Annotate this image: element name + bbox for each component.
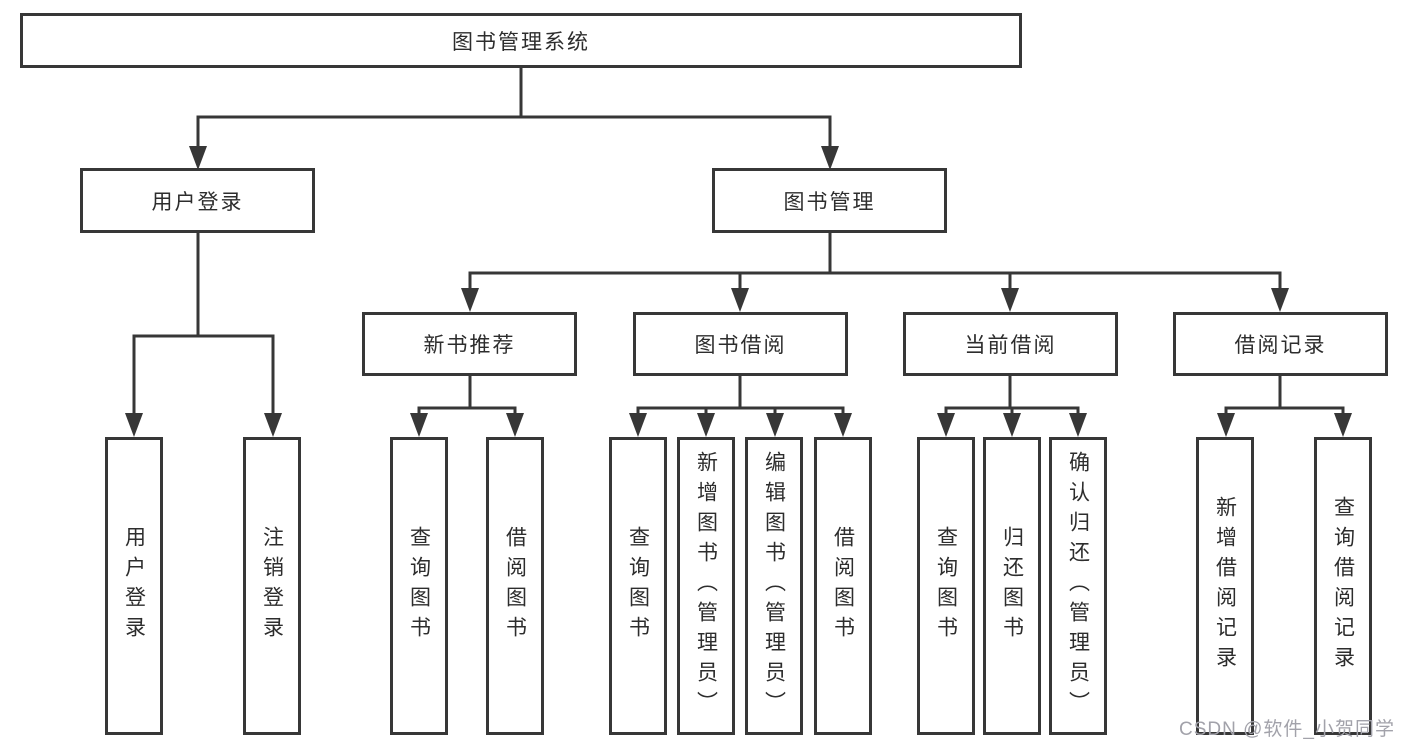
leaf-logout: 注销登录 [243,437,301,735]
leaf-label: 确认归还（管理员） [1066,451,1090,721]
leaf-label: 查询图书 [934,526,958,646]
node-label: 图书借阅 [694,334,787,357]
node-new-book-recommendation: 新书推荐 [362,312,577,376]
leaf-query-books: 查询图书 [917,437,975,735]
leaf-label: 新增借阅记录 [1213,496,1237,676]
leaf-query-borrow-record: 查询借阅记录 [1314,437,1372,735]
leaf-label: 查询借阅记录 [1331,496,1355,676]
node-label: 新书推荐 [423,334,516,357]
leaf-add-books-admin: 新增图书（管理员） [677,437,735,735]
leaf-label: 编辑图书（管理员） [762,451,786,721]
node-label: 借阅记录 [1234,334,1327,357]
node-book-management: 图书管理 [712,168,947,233]
leaf-query-books: 查询图书 [609,437,667,735]
arrowheads [125,146,1352,437]
leaf-label: 用户登录 [122,526,146,646]
csdn-watermark: CSDN @软件_小贺同学 [1179,719,1395,740]
leaf-label: 归还图书 [1000,526,1024,646]
node-book-borrowing: 图书借阅 [633,312,848,376]
leaf-confirm-return-admin: 确认归还（管理员） [1049,437,1107,735]
node-user-login: 用户登录 [80,168,315,233]
leaf-query-books: 查询图书 [390,437,448,735]
node-current-borrowing: 当前借阅 [903,312,1118,376]
leaf-label: 借阅图书 [831,526,855,646]
node-label: 用户登录 [151,190,244,214]
leaf-user-login: 用户登录 [105,437,163,735]
node-borrowing-records: 借阅记录 [1173,312,1388,376]
leaf-label: 查询图书 [407,526,431,646]
tree-edges [132,68,1345,414]
leaf-return-books: 归还图书 [983,437,1041,735]
leaf-label: 注销登录 [260,526,284,646]
node-library-management-system: 图书管理系统 [20,13,1022,68]
leaf-add-borrow-record: 新增借阅记录 [1196,437,1254,735]
leaf-label: 借阅图书 [503,526,527,646]
leaf-label: 查询图书 [626,526,650,646]
leaf-label: 新增图书（管理员） [694,451,718,721]
leaf-borrow-books: 借阅图书 [814,437,872,735]
leaf-borrow-books: 借阅图书 [486,437,544,735]
leaf-edit-books-admin: 编辑图书（管理员） [745,437,803,735]
node-label: 图书管理系统 [452,30,590,54]
node-label: 图书管理 [783,190,876,214]
node-label: 当前借阅 [964,334,1057,357]
